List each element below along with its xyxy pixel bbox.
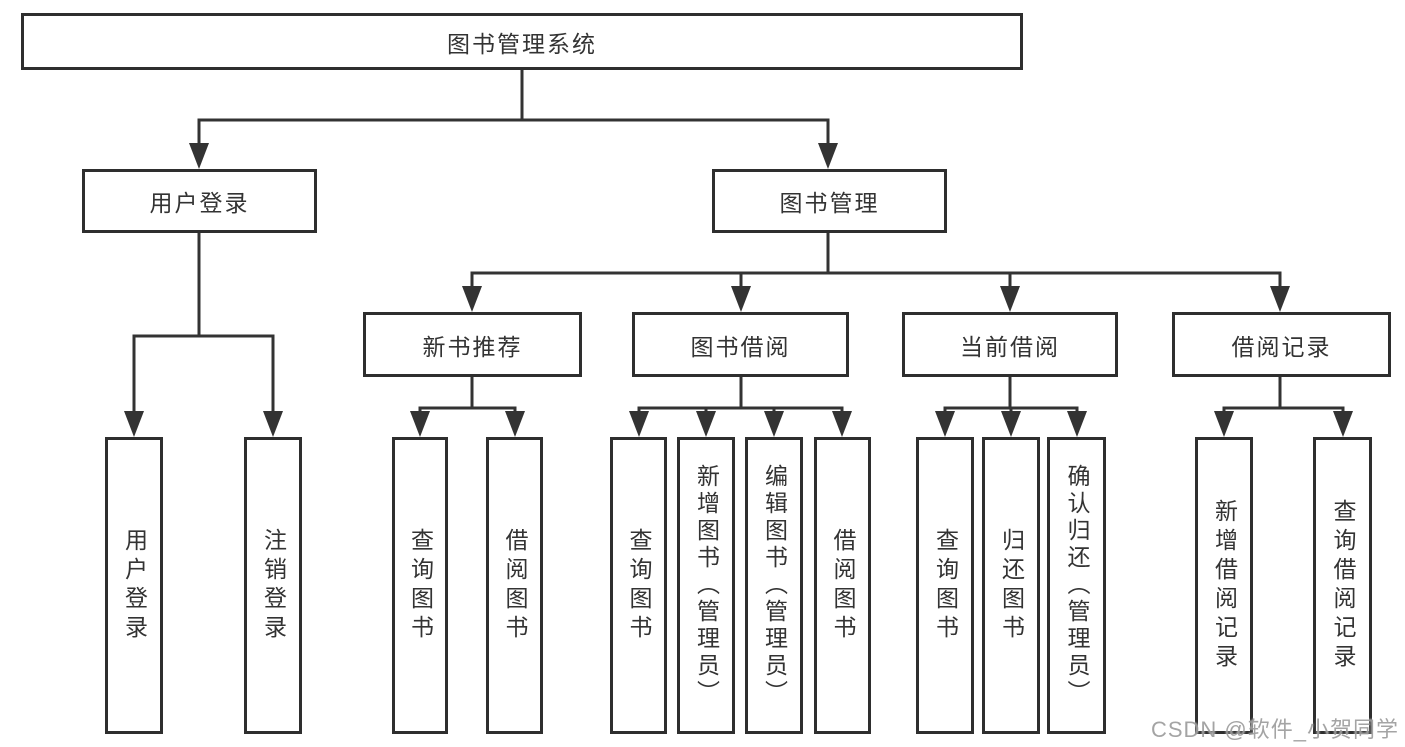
- leaf-confirm-return-admin-label: 确认归还（管理员）: [1064, 464, 1090, 707]
- leaf-add-borrow-record-label: 新增借阅记录: [1211, 498, 1238, 673]
- leaf-add-borrow-record: 新增借阅记录: [1195, 437, 1253, 734]
- node-current-borrow: 当前借阅: [902, 312, 1118, 377]
- node-book-borrow: 图书借阅: [632, 312, 849, 377]
- leaf-borrow-books-recommend-label: 借阅图书: [502, 527, 528, 644]
- node-current-borrow-label: 当前借阅: [960, 333, 1060, 360]
- leaf-add-books-admin-label: 新增图书（管理员）: [693, 464, 720, 707]
- leaf-add-books-admin: 新增图书（管理员）: [677, 437, 735, 734]
- leaf-logout-label: 注销登录: [260, 527, 287, 644]
- leaf-query-borrow-record: 查询借阅记录: [1313, 437, 1372, 734]
- leaf-query-books-current-label: 查询图书: [932, 527, 959, 644]
- node-root-label: 图书管理系统: [447, 30, 597, 57]
- leaf-query-books-recommend: 查询图书: [392, 437, 448, 734]
- leaf-query-books-borrow-label: 查询图书: [626, 527, 652, 644]
- node-borrow-records-label: 借阅记录: [1231, 333, 1332, 360]
- leaf-query-books-recommend-label: 查询图书: [407, 527, 434, 644]
- leaf-user-login: 用户登录: [105, 437, 163, 734]
- leaf-user-login-label: 用户登录: [121, 527, 148, 644]
- leaf-borrow-books-label: 借阅图书: [830, 527, 856, 644]
- leaf-query-borrow-record-label: 查询借阅记录: [1330, 498, 1356, 673]
- leaf-return-books-label: 归还图书: [998, 527, 1025, 644]
- node-user-login-label: 用户登录: [149, 190, 250, 216]
- leaf-edit-books-admin: 编辑图书（管理员）: [745, 437, 803, 734]
- node-book-management: 图书管理: [712, 169, 947, 233]
- leaf-query-books-current: 查询图书: [916, 437, 974, 734]
- node-root-library-system: 图书管理系统: [21, 13, 1023, 70]
- node-new-book-recommend-label: 新书推荐: [422, 333, 523, 360]
- leaf-edit-books-admin-label: 编辑图书（管理员）: [761, 464, 788, 707]
- leaf-borrow-books: 借阅图书: [814, 437, 871, 734]
- leaf-logout: 注销登录: [244, 437, 302, 734]
- leaf-confirm-return-admin: 确认归还（管理员）: [1047, 437, 1106, 734]
- node-borrow-records: 借阅记录: [1172, 312, 1391, 377]
- node-book-borrow-label: 图书借阅: [690, 333, 791, 360]
- leaf-return-books: 归还图书: [982, 437, 1040, 734]
- leaf-query-books-borrow: 查询图书: [610, 437, 667, 734]
- node-new-book-recommend: 新书推荐: [363, 312, 582, 377]
- node-user-login: 用户登录: [82, 169, 317, 233]
- leaf-borrow-books-recommend: 借阅图书: [486, 437, 543, 734]
- node-book-management-label: 图书管理: [779, 190, 880, 216]
- arrowheads: [124, 143, 1353, 437]
